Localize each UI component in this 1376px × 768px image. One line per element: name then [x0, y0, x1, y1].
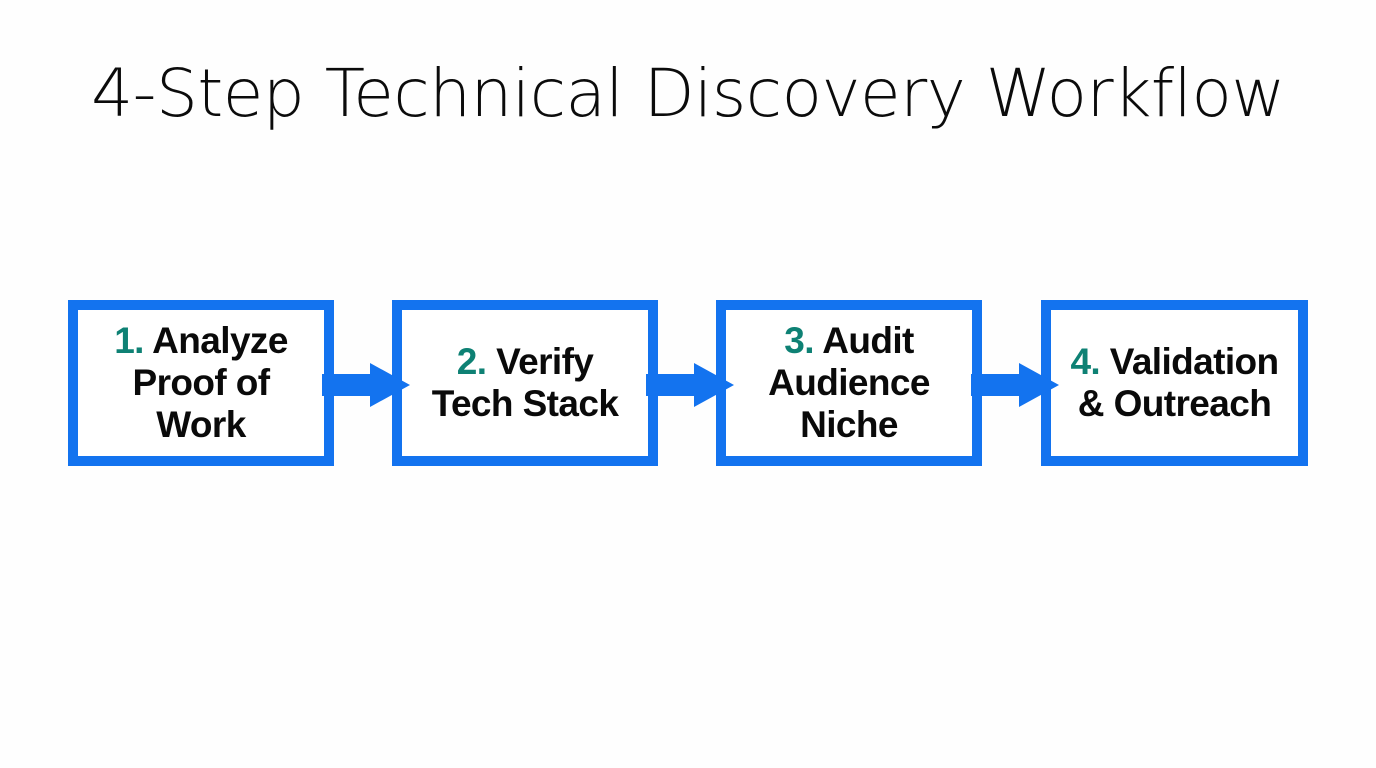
step-2-number: 2. — [456, 341, 487, 382]
step-box-4[interactable]: 4. Validation & Outreach — [1041, 300, 1308, 466]
step-1-number: 1. — [114, 320, 144, 361]
right-block-arrow-icon-1 — [322, 363, 410, 407]
step-4-label: 4. Validation & Outreach — [1066, 341, 1282, 425]
step-1-label: 1. Analyze Proof of Work — [110, 320, 292, 446]
step-2-label: 2. Verify Tech Stack — [428, 341, 623, 425]
step-2-line-1: Verify — [496, 341, 594, 382]
step-3-line-1: Audit — [822, 320, 914, 361]
right-block-arrow-icon-2 — [646, 363, 734, 407]
step-2-line-2: Tech Stack — [431, 383, 619, 424]
step-4-line-1: Validation — [1109, 341, 1279, 382]
step-box-2[interactable]: 2. Verify Tech Stack — [392, 300, 658, 466]
step-1-line-1: Analyze — [152, 320, 288, 361]
step-3-number: 3. — [784, 320, 814, 361]
step-box-1[interactable]: 1. Analyze Proof of Work — [68, 300, 334, 466]
step-4-line-2: & Outreach — [1077, 383, 1272, 424]
workflow-diagram: 1. Analyze Proof of Work 2. Verify Tech … — [68, 300, 1308, 466]
step-box-3[interactable]: 3. Audit Audience Niche — [716, 300, 982, 466]
step-4-number: 4. — [1070, 341, 1101, 382]
right-block-arrow-icon-3 — [971, 363, 1059, 407]
step-3-label: 3. Audit Audience Niche — [764, 320, 934, 446]
step-3-line-3: Niche — [800, 404, 898, 445]
step-1-line-2: Proof of — [132, 362, 270, 403]
page-title: 4-Step Technical Discovery Workflow — [91, 55, 1285, 132]
step-1-line-3: Work — [156, 404, 246, 445]
step-3-line-2: Audience — [768, 362, 930, 403]
